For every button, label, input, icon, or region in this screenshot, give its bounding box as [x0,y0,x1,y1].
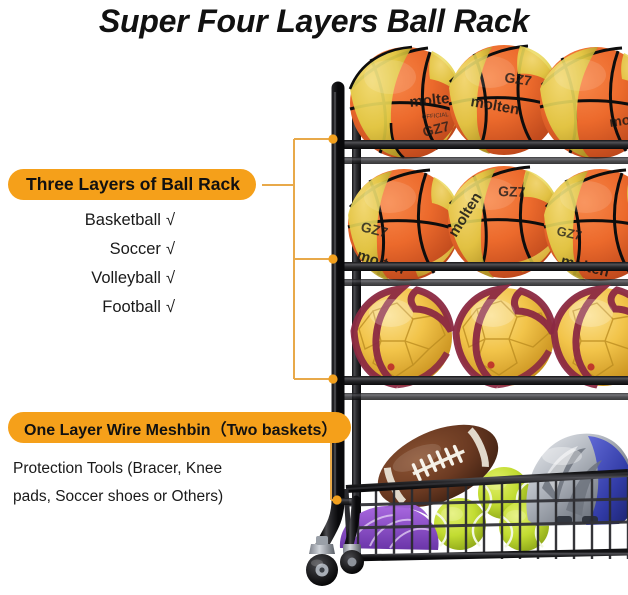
meshbin-description: Protection Tools (Bracer, Knee pads, Soc… [13,455,263,511]
checklist-label-football: Football [102,298,161,316]
leader-dot-shelf-3 [328,374,338,384]
callout-three-layers-label: Three Layers of Ball Rack [8,169,256,200]
leader-dots [328,134,342,505]
checklist-item-basketball: Basketball√ [0,206,175,235]
check-icon-soccer: √ [165,240,175,258]
check-icon-volleyball: √ [165,269,175,287]
leader-dot-shelf-1 [328,134,338,144]
checklist-item-football: Football√ [0,293,175,322]
page-title: Super Four Layers Ball Rack [98,3,530,39]
callout-wire-meshbin-label: One Layer Wire Meshbin（Two baskets） [8,412,352,443]
check-icon-basketball: √ [165,211,175,229]
ball-type-checklist: Basketball√ Soccer√ Volleyball√ Football… [0,206,175,322]
callout-wire-meshbin-text: One Layer Wire Meshbin（Two baskets） [24,421,338,439]
leader-dot-basket [332,495,342,505]
leader-dot-shelf-2 [328,254,338,264]
checklist-item-volleyball: Volleyball√ [0,264,175,293]
checklist-label-soccer: Soccer [109,240,161,258]
meshbin-description-line-2: pads, Soccer shoes or Others) [13,488,224,505]
checklist-item-soccer: Soccer√ [0,235,175,264]
check-icon-football: √ [165,298,175,316]
checklist-label-volleyball: Volleyball [91,269,161,287]
callout-three-layers-text: Three Layers of Ball Rack [26,174,240,194]
meshbin-description-line-1: Protection Tools (Bracer, Knee [13,460,223,477]
checklist-label-basketball: Basketball [84,211,161,229]
